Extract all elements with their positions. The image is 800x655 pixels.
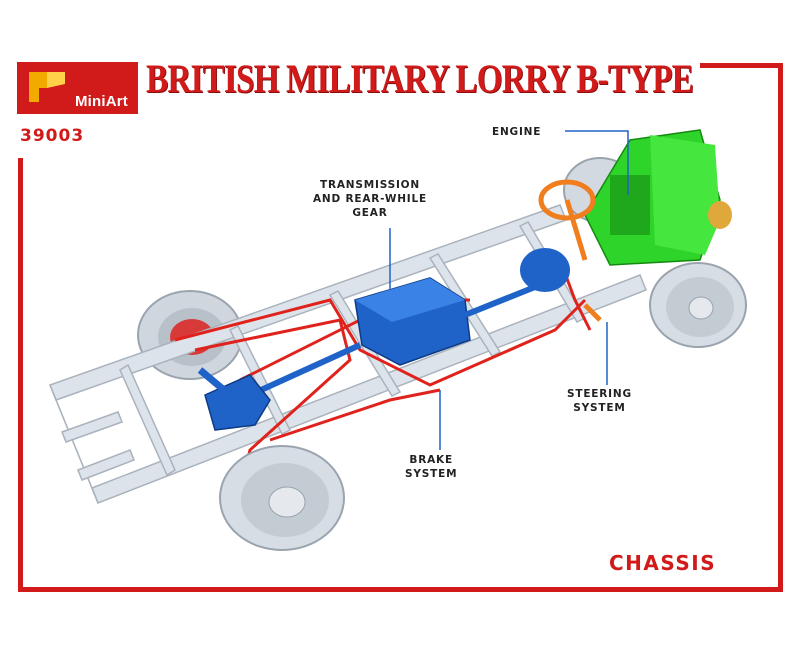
callout-brake-line-2: SYSTEM: [405, 468, 458, 480]
callout-transmission-line-1: TRANSMISSION: [320, 179, 420, 191]
callout-transmission-line-2: AND REAR-WHILE: [313, 193, 427, 205]
brand-name: MiniArt: [74, 93, 128, 110]
callout-leader-lines: [389, 130, 629, 450]
kit-number: 39003: [20, 126, 85, 146]
callout-brake-line-1: BRAKE: [409, 454, 453, 466]
engine: [584, 129, 732, 266]
callout-brake: BRAKE SYSTEM: [405, 453, 457, 481]
callout-steering: STEERING SYSTEM: [567, 387, 632, 415]
callout-engine: ENGINE: [492, 125, 541, 139]
frame-border-right: [778, 63, 783, 591]
callout-engine-line: ENGINE: [492, 126, 542, 138]
callout-steering-line-1: STEERING: [567, 388, 632, 400]
steering-system: [538, 179, 602, 322]
frame-border-bottom: [18, 587, 783, 592]
brand-logo-mark-icon: [29, 72, 65, 102]
frame-border-top: [700, 63, 782, 68]
transmission: [197, 248, 570, 431]
callout-steering-line-2: SYSTEM: [573, 402, 626, 414]
front-wheel-near: [649, 262, 747, 348]
section-title: CHASSIS: [609, 551, 717, 575]
callout-transmission-line-3: GEAR: [352, 207, 388, 219]
rear-wheel-near: [219, 445, 345, 551]
page-title: BRITISH MILITARY LORRY B-TYPE: [146, 56, 694, 101]
callout-transmission: TRANSMISSION AND REAR-WHILE GEAR: [313, 178, 427, 220]
frame-border-left: [18, 158, 23, 592]
brand-logo: MiniArt: [17, 62, 138, 114]
